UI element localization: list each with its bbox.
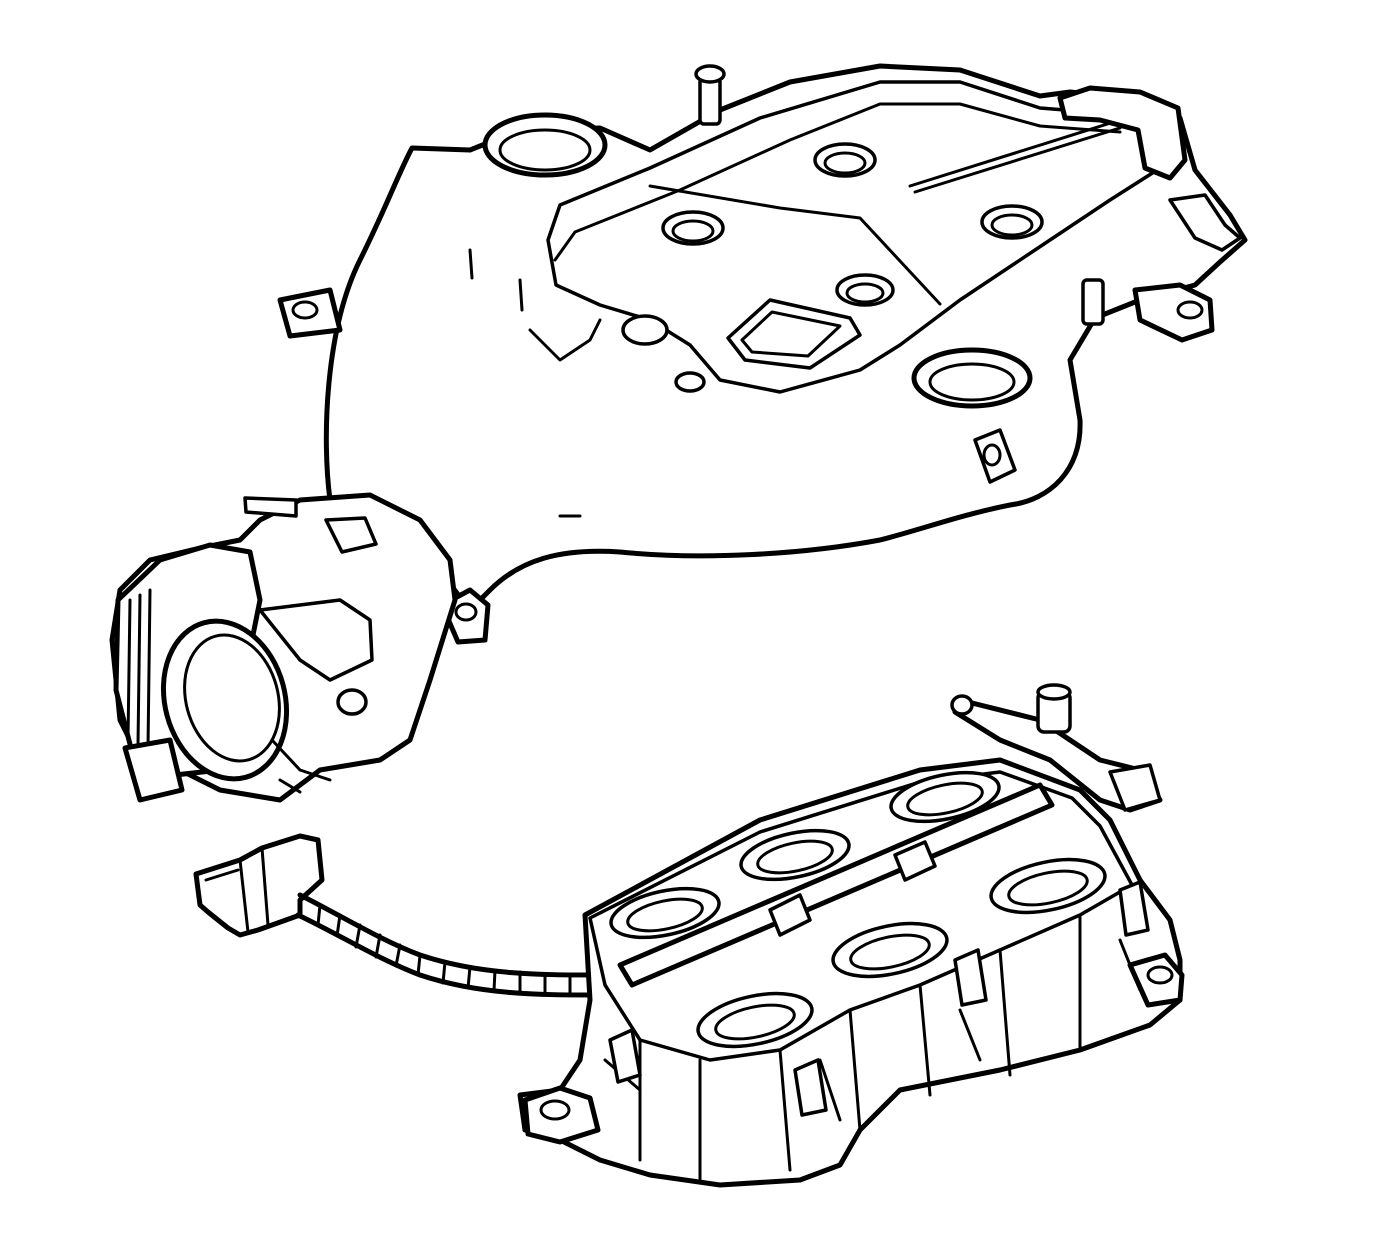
upper-manifold-cover bbox=[546, 80, 1167, 394]
fuel-rail-tube bbox=[617, 782, 1055, 988]
wiring-harness bbox=[193, 833, 644, 1016]
harness-connector bbox=[193, 833, 325, 938]
lower-intake-manifold bbox=[517, 757, 1185, 1188]
throttle-body bbox=[109, 492, 458, 803]
fuel-rail bbox=[617, 683, 1163, 988]
upper-intake-manifold bbox=[277, 63, 1248, 645]
